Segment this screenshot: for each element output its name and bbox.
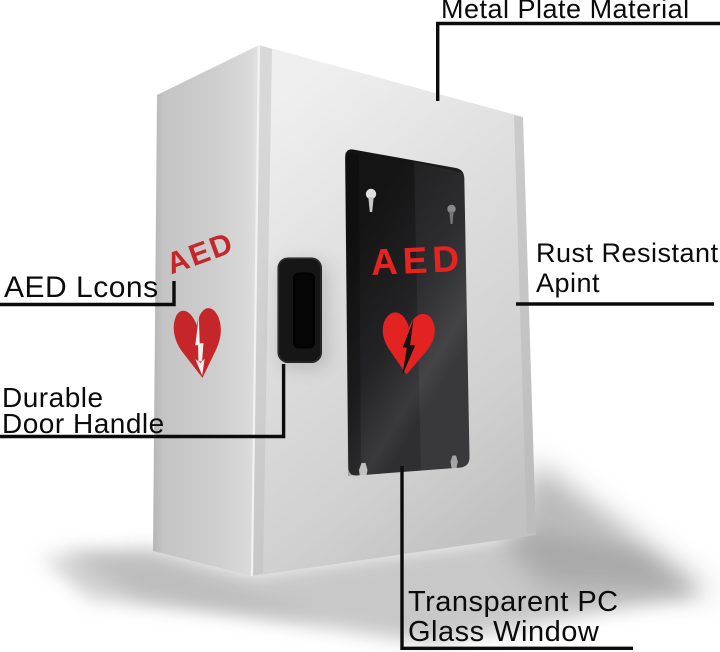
window-left-shade: [345, 152, 361, 476]
label-metal-plate-material: Metal Plate Material: [441, 0, 690, 23]
label-text-line2: Apint: [536, 268, 601, 298]
aed-text-front-window: AED: [370, 237, 465, 283]
label-text: Metal Plate Material: [441, 0, 690, 24]
heart-lightning-icon-side: [173, 308, 221, 378]
label-text-line1: Rust Resistant: [536, 238, 719, 268]
window-reflection: [414, 162, 470, 471]
keyhole-hanger-icon-right: [447, 204, 456, 224]
label-text: AED Lcons: [4, 271, 159, 304]
door-hinge-seam: [252, 45, 272, 576]
label-rust-resistant-paint: Rust Resistant Apint: [536, 238, 719, 298]
label-text-line1: Durable: [2, 382, 104, 413]
drop-shadow: [40, 462, 715, 644]
annotation-lines: [0, 21, 720, 650]
heart-lightning-icon-front: [382, 312, 435, 376]
label-text-line1: Transparent PC: [408, 586, 619, 618]
label-text-line2: Glass Window: [408, 616, 600, 648]
door-handle: [277, 257, 328, 369]
label-text-line2: Door Handle: [2, 408, 165, 439]
annotation-line-door-handle: [0, 364, 286, 439]
label-durable-door-handle: Durable Door Handle: [2, 382, 165, 439]
label-transparent-pc-glass-window: Transparent PC Glass Window: [408, 587, 619, 647]
mount-pin-icon-left: [359, 463, 368, 478]
right-edge-shade: [514, 115, 536, 535]
front-edge-highlight: [250, 44, 261, 577]
annotation-line-aed-icons: [0, 281, 176, 307]
label-aed-icons: AED Lcons: [4, 272, 159, 303]
annotation-line-metal-plate: [436, 21, 720, 101]
window-glass: [345, 149, 470, 476]
keyhole-hanger-icon-left: [365, 188, 377, 212]
annotation-line-glass-window: [400, 466, 633, 650]
mount-pin-icon-right: [450, 455, 458, 468]
